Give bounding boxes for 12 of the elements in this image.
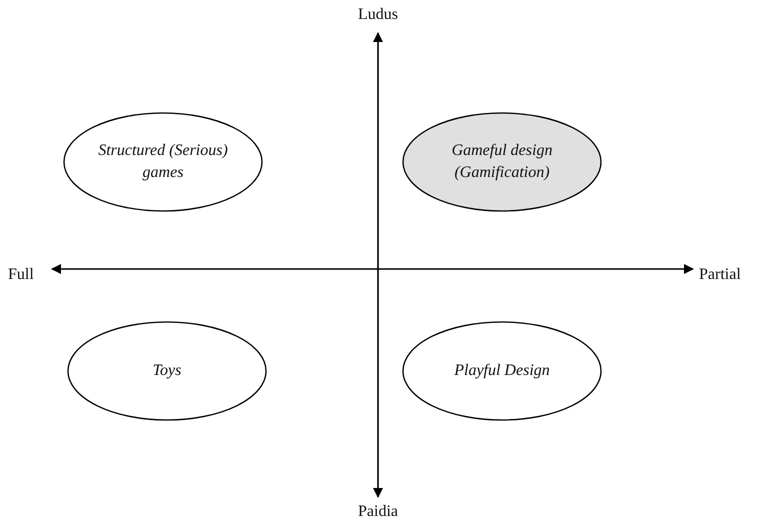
node-label: Structured (Serious) games [97,141,229,183]
ellipse-node [67,321,267,421]
ellipse-node [63,112,263,212]
node-label: Toys [152,361,182,381]
node-label: Gameful design (Gamification) [450,141,554,183]
axis-label: Paidia [358,503,398,521]
axis-label: Ludus [358,6,398,24]
ellipse-node [402,321,602,421]
ellipse-node [402,112,602,212]
axis-label: Full [8,266,34,284]
axis-label: Partial [699,266,741,284]
node-label: Playful Design [453,361,551,381]
